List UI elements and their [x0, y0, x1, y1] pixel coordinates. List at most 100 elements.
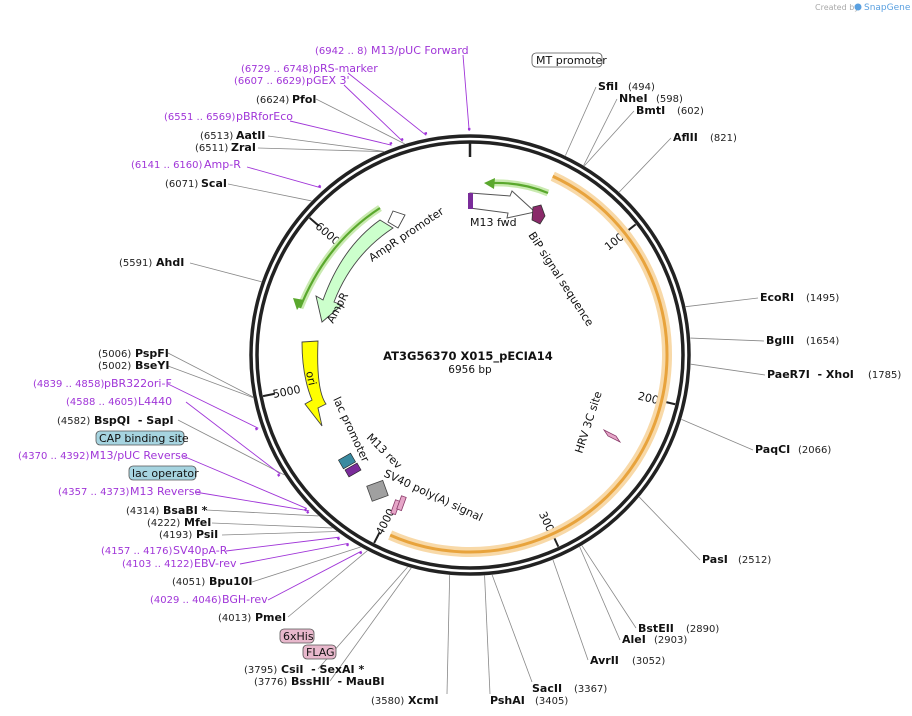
feature-box-mt-promoter [531, 52, 603, 68]
leader-line [267, 135, 384, 152]
site-bmti-pos: (602) [677, 106, 704, 117]
primer-m13-puc-fwd-pos: (6942 .. 8) [315, 46, 367, 57]
primer-prs-marker-pos: (6729 .. 6748) [241, 64, 313, 75]
primer-amp-r: Amp-R [204, 158, 241, 171]
feature-6xhis: 6xHis [283, 630, 314, 643]
primer-leader-line [267, 550, 362, 601]
feature-box-6xhis [279, 628, 315, 644]
primer-sv40pa-r: SV40pA-R [173, 544, 228, 557]
primer-mark [345, 543, 350, 547]
primer-mark [306, 510, 310, 514]
site-xcmi: XcmI [408, 694, 439, 707]
backbone-outer-ring [249, 134, 691, 576]
feature-mt-promoter: MT promoter [536, 54, 607, 67]
site-sfii: SfiI [598, 80, 618, 93]
feature-lac-operator: lac operator [132, 467, 199, 480]
site-bsteii-pos: (2890) [686, 624, 719, 635]
site-bsshii-maubi: BssHII - MauBI [291, 675, 385, 688]
primer-leader-line [167, 383, 259, 429]
leader-line [287, 550, 368, 618]
green-feature-line [491, 181, 549, 195]
site-zrai-pos: (6511) [195, 143, 228, 154]
leader-line [491, 574, 533, 683]
primer-pgex3: pGEX 3' [306, 74, 350, 87]
site-mfei: MfeI [184, 516, 211, 529]
site-bglii: BglII [766, 334, 794, 347]
primer-m13-rev-pos: (4357 .. 4373) [58, 487, 130, 498]
site-csii-sexai-pos: (3795) [244, 665, 277, 676]
site-bsabi: BsaBI * [163, 504, 208, 517]
site-alei-pos: (2903) [654, 635, 687, 646]
primer-m13-puc-rev-pos: (4370 .. 4392) [18, 451, 90, 462]
primer-leader-line [343, 84, 403, 142]
primer-amp-r-pos: (6141 .. 6160) [131, 160, 203, 171]
site-sacii: SacII [532, 682, 562, 695]
snapgene-logo-icon [854, 3, 862, 11]
site-psii-pos: (4193) [159, 530, 192, 541]
site-pshai-pos: (3405) [535, 696, 568, 707]
leader-line [177, 419, 285, 476]
site-avrii: AvrII [590, 654, 619, 667]
site-alei: AleI [622, 633, 646, 646]
leader-line [484, 575, 491, 695]
primer-pbr322ori-f-pos: (4839 .. 4858) [33, 379, 105, 390]
site-bpu10i-pos: (4051) [172, 577, 205, 588]
primer-pbrforeco: pBRforEco [236, 110, 293, 123]
site-bspqi-sapi: BspQI - SapI [94, 414, 174, 427]
site-ecori: EcoRI [760, 291, 794, 304]
primer-leader-line [462, 54, 470, 132]
primer-prs-marker: pRS-marker [313, 62, 378, 75]
leader-line [565, 86, 597, 156]
site-csii-sexai: CsiI - SexAI * [281, 663, 364, 676]
site-aatii-pos: (6513) [200, 131, 233, 142]
site-pfoi-pos: (6624) [256, 95, 289, 106]
site-pasi-pos: (2512) [738, 555, 771, 566]
ampr-arrow [315, 219, 394, 323]
label-sv40-polya: SV40 poly(A) signal [382, 467, 485, 524]
m13-fwd-marker [468, 193, 473, 209]
primer-leader-line [347, 72, 427, 136]
site-xcmi-pos: (3580) [371, 696, 404, 707]
leader-line [211, 522, 333, 529]
feature-flag: FLAG [306, 646, 335, 659]
leader-line [681, 418, 754, 451]
primer-sv40pa-r-pos: (4157 .. 4176) [101, 546, 173, 557]
primer-mark [359, 551, 363, 555]
leader-line [329, 567, 412, 682]
tick-mark-4000 [373, 531, 381, 544]
site-mfei-pos: (4222) [147, 518, 180, 529]
primer-l4440-pos: (4588 .. 4605) [66, 397, 138, 408]
primer-leader-line [182, 455, 308, 509]
site-pspfi-pos: (5006) [98, 349, 131, 360]
leader-line [167, 365, 254, 399]
primer-leader-line [185, 401, 281, 475]
primer-bgh-rev: BGH-rev [222, 593, 268, 606]
leader-line [167, 352, 254, 398]
site-nhei: NheI [619, 92, 648, 105]
leader-line [315, 98, 405, 145]
leader-line [251, 546, 361, 583]
primer-l4440: L4440 [138, 395, 172, 408]
insert-highlight-core [389, 174, 669, 554]
primer-ebv-rev-pos: (4103 .. 4122) [122, 559, 194, 570]
leader-line [638, 496, 701, 561]
primer-mark [389, 141, 393, 145]
green-feature-arrowhead [484, 178, 495, 189]
ori-arrow [301, 340, 327, 427]
feature-box-lac-operator [128, 465, 197, 481]
site-paqci: PaqCI [755, 443, 790, 456]
site-ahdi-pos: (5591) [119, 258, 152, 269]
plasmid-length: 6956 bp [448, 364, 492, 376]
site-pfoi: PfoI [292, 93, 317, 106]
site-bsshii-maubi-pos: (3776) [254, 677, 287, 688]
primer-pbr322ori-f: pBR322ori-F [104, 377, 172, 390]
leader-line [583, 98, 618, 166]
bip-signal-shape [531, 204, 546, 225]
site-bmti: BmtI [636, 104, 665, 117]
site-bsabi-pos: (4314) [126, 506, 159, 517]
feature-box-cap-binding [95, 430, 185, 446]
leader-line [257, 147, 384, 153]
site-paer7i-xhoi: PaeR7I - XhoI [767, 368, 854, 381]
label-bip-signal: BiP signal sequence [525, 230, 596, 329]
